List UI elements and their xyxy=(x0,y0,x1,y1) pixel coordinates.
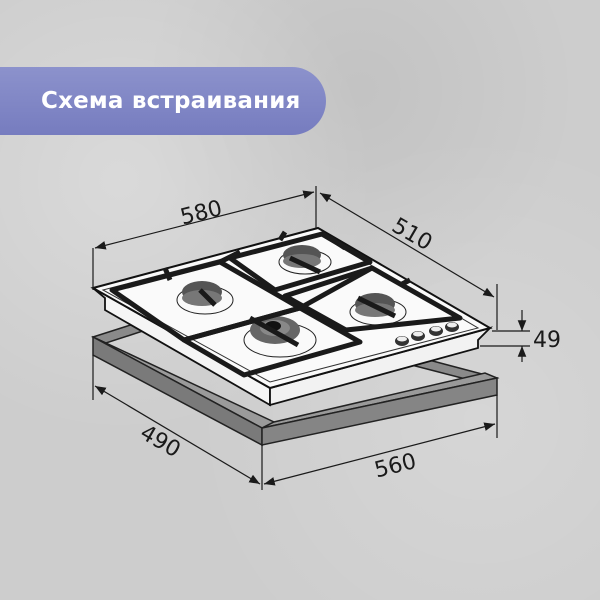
dimension-depth-top: 510 xyxy=(387,213,436,256)
dimension-height: 49 xyxy=(533,328,561,353)
dimension-lines xyxy=(92,186,530,490)
dimension-width-top: 580 xyxy=(178,196,225,230)
control-knobs xyxy=(395,322,459,346)
banner-title: Схема встраивания xyxy=(41,88,301,114)
gas-hob xyxy=(90,226,494,407)
dimension-cutout-depth: 490 xyxy=(136,420,185,463)
title-banner: Схема встраивания xyxy=(0,67,326,135)
